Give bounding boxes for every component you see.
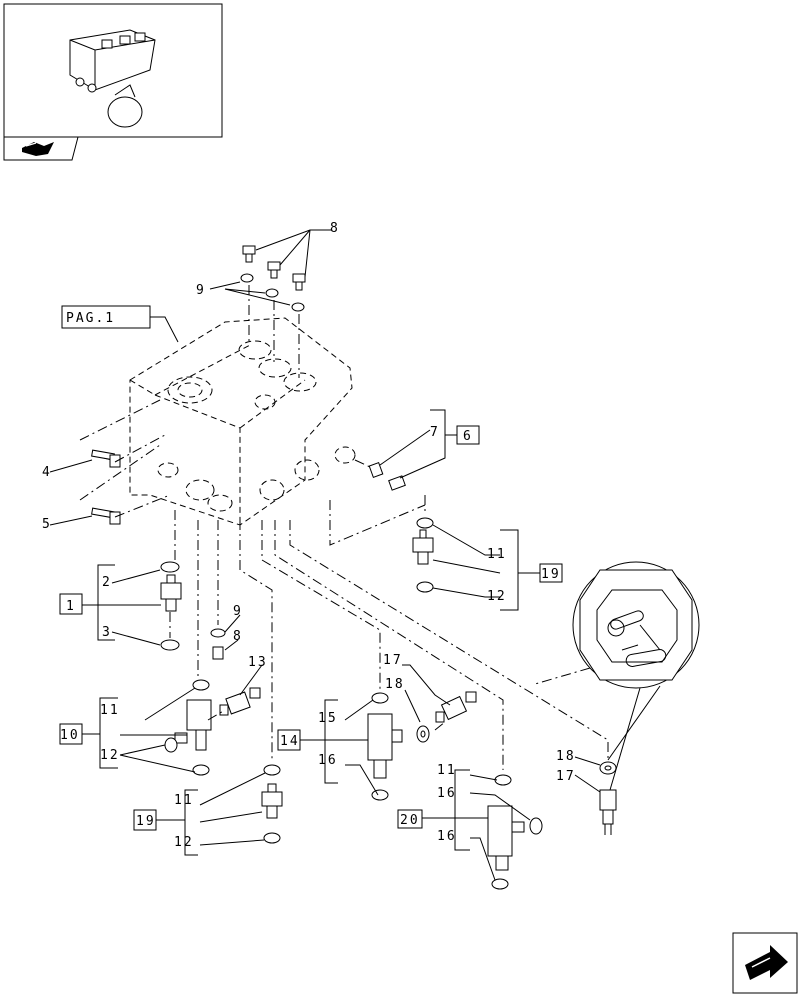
callout-11-left: 11 bbox=[100, 703, 120, 718]
callout-8-top: 8 bbox=[330, 221, 340, 236]
callout-11-right: 11 bbox=[487, 547, 507, 562]
callout-12-right: 12 bbox=[487, 589, 507, 604]
washer-part-9-a bbox=[240, 273, 254, 283]
callout-17-right: 17 bbox=[556, 769, 576, 784]
callout-2: 2 bbox=[102, 575, 112, 590]
bolt-part-5 bbox=[49, 444, 171, 526]
callout-13: 13 bbox=[248, 655, 268, 670]
page-reference-box bbox=[61, 305, 179, 343]
callout-17-mid: 17 bbox=[383, 653, 403, 668]
callout-6: 6 bbox=[463, 429, 473, 444]
callout-5: 5 bbox=[42, 517, 52, 532]
top-bolts bbox=[209, 229, 332, 378]
fitting-assembly-10 bbox=[59, 520, 263, 776]
washer-part-9-c bbox=[291, 302, 305, 312]
bolt-part-4 bbox=[49, 399, 166, 473]
callout-1: 1 bbox=[66, 599, 76, 614]
callout-12-bottom: 12 bbox=[174, 835, 194, 850]
thumbnail-panel bbox=[3, 3, 223, 161]
section-arrow-icon bbox=[22, 142, 54, 156]
callout-16-a: 16 bbox=[318, 753, 338, 768]
callout-11-far: 11 bbox=[437, 763, 457, 778]
fitting-assembly-19-right bbox=[329, 495, 563, 611]
callout-19-right: 19 bbox=[541, 567, 561, 582]
fitting-assembly-19-left bbox=[133, 520, 283, 856]
callout-16-b: 16 bbox=[437, 786, 457, 801]
fitting-assembly-14 bbox=[261, 520, 477, 801]
callout-18-right: 18 bbox=[556, 749, 576, 764]
callout-15: 15 bbox=[318, 711, 338, 726]
callout-16-c: 16 bbox=[437, 829, 457, 844]
callout-4: 4 bbox=[42, 465, 52, 480]
washer-part-9-b bbox=[265, 288, 279, 298]
callout-19-left: 19 bbox=[136, 814, 156, 829]
callout-11-bottom: 11 bbox=[174, 793, 194, 808]
valve-assembly-thumbnail bbox=[69, 29, 156, 128]
bolt-part-8-b bbox=[267, 261, 281, 279]
callout-8-mid: 8 bbox=[233, 629, 243, 644]
next-page-arrow-icon[interactable] bbox=[732, 932, 798, 994]
sensor-part-17-a bbox=[435, 691, 477, 723]
callout-18-mid: 18 bbox=[385, 677, 405, 692]
plug-parts-6-7 bbox=[354, 409, 480, 491]
fitting-assembly-1 bbox=[59, 510, 182, 651]
callout-12-left: 12 bbox=[100, 748, 120, 763]
bolt-part-8-c bbox=[292, 273, 306, 291]
washer-and-plug-9-8 bbox=[210, 520, 241, 660]
zoom-detail bbox=[534, 561, 700, 791]
callout-7: 7 bbox=[430, 425, 440, 440]
bolt-part-8-a bbox=[242, 245, 256, 263]
sensor-part-13 bbox=[219, 687, 261, 716]
callout-10: 10 bbox=[60, 728, 80, 743]
callout-14: 14 bbox=[280, 734, 300, 749]
fitting-assembly-20 bbox=[274, 520, 543, 890]
callout-9-mid: 9 bbox=[233, 604, 243, 619]
callout-3: 3 bbox=[102, 625, 112, 640]
callout-9-top: 9 bbox=[196, 283, 206, 298]
pag-label: PAG.1 bbox=[66, 311, 115, 326]
valve-block bbox=[129, 317, 356, 526]
callout-20: 20 bbox=[400, 813, 420, 828]
